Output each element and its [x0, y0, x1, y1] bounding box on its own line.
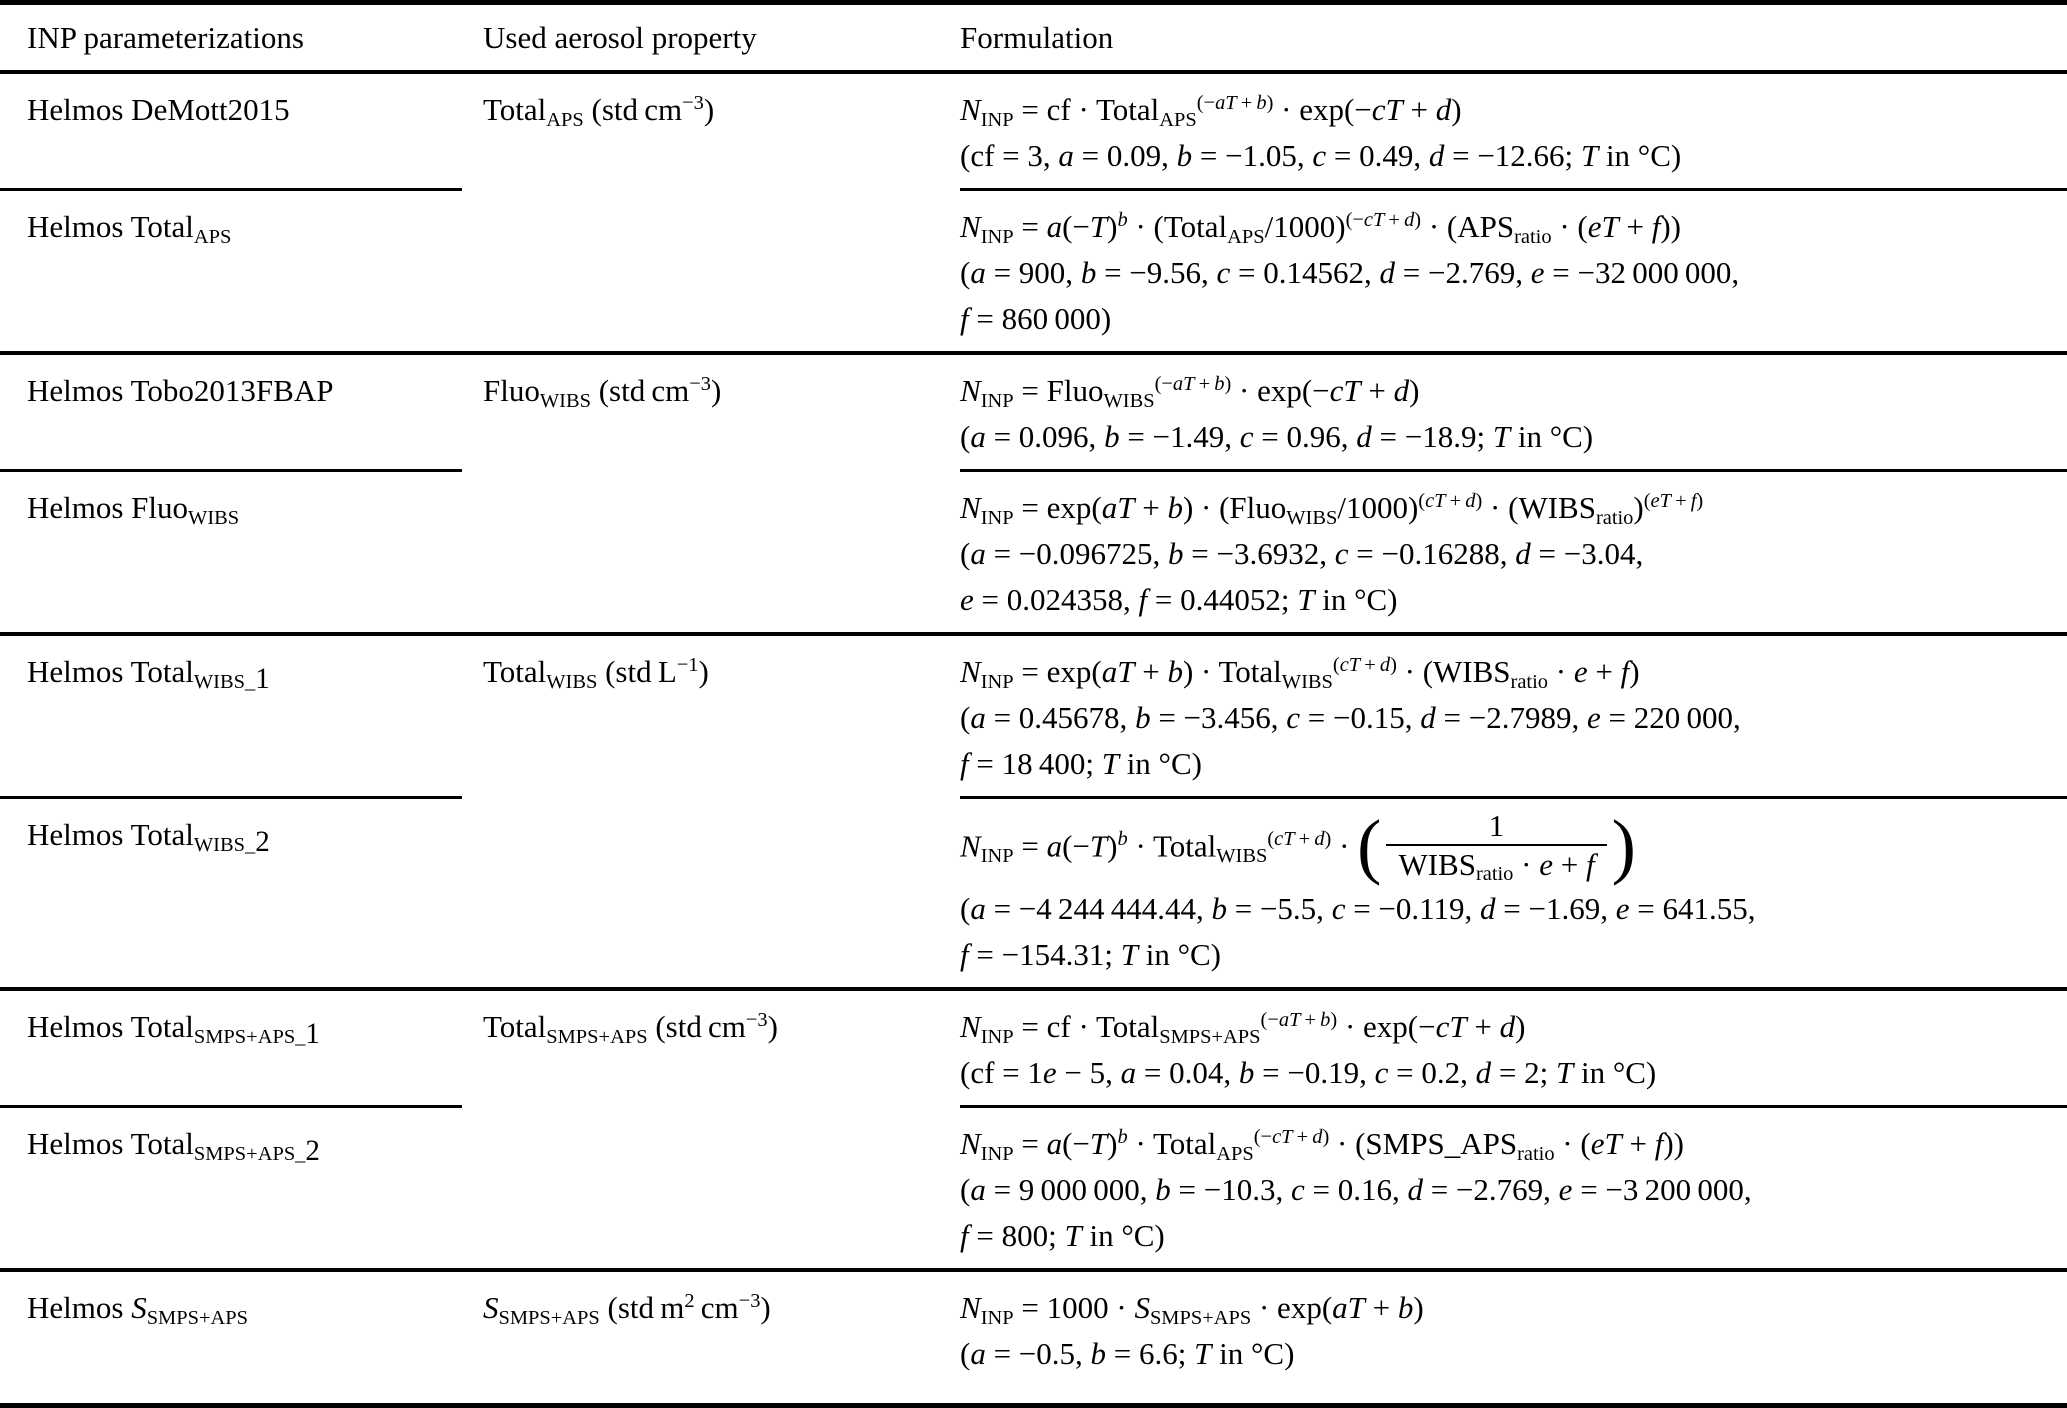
- cell-aerosol-property: TotalSMPS+APS (std cm−3): [483, 1009, 778, 1048]
- table-row: Helmos TotalSMPS+APS_1 TotalSMPS+APS (std…: [0, 991, 2067, 1105]
- formula-line: f = 860 000): [960, 301, 1112, 336]
- formula-line: (a = 0.096, b = −1.49, c = 0.96, d = −18…: [960, 419, 1594, 454]
- group-divider: [0, 1268, 2067, 1273]
- cell-aerosol-property: TotalAPS (std cm−3): [483, 91, 715, 131]
- formula-line: (cf = 3, a = 0.09, b = −1.05, c = 0.49, …: [960, 138, 1682, 173]
- cell-formulation: NINP = 1000 · SSMPS+APS · exp(aT + b) (a …: [960, 1285, 2067, 1377]
- cell-inp-parameterization: Helmos TotalSMPS+APS_2: [27, 1126, 320, 1167]
- formula-line: (a = −0.096725, b = −3.6932, c = −0.1628…: [960, 536, 1644, 571]
- cell-inp-parameterization: Helmos TotalSMPS+APS_1: [27, 1009, 320, 1050]
- table-row: Helmos TotalSMPS+APS_2 NINP = a(−T)b · To…: [0, 1108, 2067, 1268]
- cell-inp-parameterization: Helmos Tobo2013FBAP: [27, 373, 334, 408]
- formula-line: (a = 0.45678, b = −3.456, c = −0.15, d =…: [960, 700, 1741, 735]
- formula-line: NINP = a(−T)b · (TotalAPS/1000)(−cT + d)…: [960, 208, 1681, 248]
- cell-formulation: NINP = FluoWIBS(−aT + b) · exp(−cT + d) (…: [960, 368, 2067, 460]
- cell-inp-parameterization: Helmos TotalAPS: [27, 209, 232, 248]
- table-row: Helmos TotalWIBS_2 NINP = a(−T)b · TotalW…: [0, 799, 2067, 987]
- cell-aerosol-property: TotalWIBS (std L−1): [483, 653, 709, 693]
- row-divider-partial: [0, 796, 2067, 799]
- table-row: Helmos FluoWIBS NINP = exp(aT + b) · (Flu…: [0, 472, 2067, 632]
- formula-line: NINP = exp(aT + b) · TotalWIBS(cT + d) ·…: [960, 653, 1640, 693]
- table-row: Helmos DeMott2015 TotalAPS (std cm−3) NINP…: [0, 74, 2067, 188]
- formula-line: NINP = 1000 · SSMPS+APS · exp(aT + b): [960, 1290, 1424, 1329]
- cell-formulation: NINP = a(−T)b · (TotalAPS/1000)(−cT + d)…: [960, 204, 2067, 342]
- table-row: Helmos TotalAPS NINP = a(−T)b · (TotalAPS…: [0, 191, 2067, 351]
- cell-formulation: NINP = a(−T)b · TotalAPS(−cT + d) · (SMP…: [960, 1121, 2067, 1259]
- cell-inp-parameterization: Helmos DeMott2015: [27, 92, 290, 127]
- group-divider: [0, 632, 2067, 636]
- formula-line: (a = 9 000 000, b = −10.3, c = 0.16, d =…: [960, 1172, 1752, 1208]
- table-body: Helmos DeMott2015 TotalAPS (std cm−3) NINP…: [0, 74, 2067, 1386]
- cell-inp-parameterization: Helmos TotalWIBS_1: [27, 654, 270, 695]
- cell-formulation: NINP = cf · TotalAPS(−aT + b) · exp(−cT …: [960, 87, 2067, 179]
- group-divider: [0, 351, 2067, 355]
- cell-formulation: NINP = exp(aT + b) · (FluoWIBS/1000)(cT …: [960, 485, 2067, 623]
- formula-line: NINP = FluoWIBS(−aT + b) · exp(−cT + d): [960, 372, 1420, 412]
- cell-aerosol-property: FluoWIBS (std cm−3): [483, 372, 722, 412]
- formula-line: NINP = cf · TotalSMPS+APS(−aT + b) · exp…: [960, 1009, 1526, 1048]
- cell-formulation: NINP = cf · TotalSMPS+APS(−aT + b) · exp…: [960, 1004, 2067, 1096]
- row-divider-partial: [0, 469, 2067, 472]
- formula-line: (a = 900, b = −9.56, c = 0.14562, d = −2…: [960, 255, 1740, 290]
- header-formulation: Formulation: [960, 19, 1114, 55]
- table-header-row: INP parameterizations Used aerosol prope…: [0, 5, 2067, 70]
- formula-line: (cf = 1e − 5, a = 0.04, b = −0.19, c = 0…: [960, 1055, 1657, 1091]
- header-divider: [0, 70, 2067, 74]
- row-divider-partial: [0, 188, 2067, 191]
- formula-line: NINP = cf · TotalAPS(−aT + b) · exp(−cT …: [960, 91, 1462, 131]
- group-divider: [0, 987, 2067, 992]
- table-row: Helmos SSMPS+APS SSMPS+APS (std m2 cm−3) N…: [0, 1272, 2067, 1386]
- formula-line: e = 0.024358, f = 0.44052; T in °C): [960, 582, 1398, 617]
- formula-line: NINP = exp(aT + b) · (FluoWIBS/1000)(cT …: [960, 489, 1704, 529]
- header-inp-parameterizations: INP parameterizations: [27, 19, 304, 55]
- cell-inp-parameterization: Helmos FluoWIBS: [27, 490, 240, 529]
- row-divider-partial: [0, 1105, 2067, 1109]
- table-row: Helmos TotalWIBS_1 TotalWIBS (std L−1) NIN…: [0, 636, 2067, 796]
- cell-formulation: NINP = exp(aT + b) · TotalWIBS(cT + d) ·…: [960, 649, 2067, 787]
- formula-line: (a = −0.5, b = 6.6; T in °C): [960, 1336, 1295, 1372]
- formula-line: (a = −4 244 444.44, b = −5.5, c = −0.119…: [960, 891, 1756, 927]
- formula-line: f = 18 400; T in °C): [960, 746, 1202, 781]
- header-used-aerosol-property: Used aerosol property: [483, 19, 757, 55]
- formula-line: f = 800; T in °C): [960, 1218, 1165, 1254]
- formula-line: f = −154.31; T in °C): [960, 937, 1221, 973]
- cell-inp-parameterization: Helmos TotalWIBS_2: [27, 817, 270, 858]
- table-row: Helmos Tobo2013FBAP FluoWIBS (std cm−3) NI…: [0, 355, 2067, 469]
- formula-line: NINP = a(−T)b · TotalAPS(−cT + d) · (SMP…: [960, 1126, 1684, 1165]
- cell-inp-parameterization: Helmos SSMPS+APS: [27, 1290, 248, 1329]
- cell-aerosol-property: SSMPS+APS (std m2 cm−3): [483, 1290, 771, 1329]
